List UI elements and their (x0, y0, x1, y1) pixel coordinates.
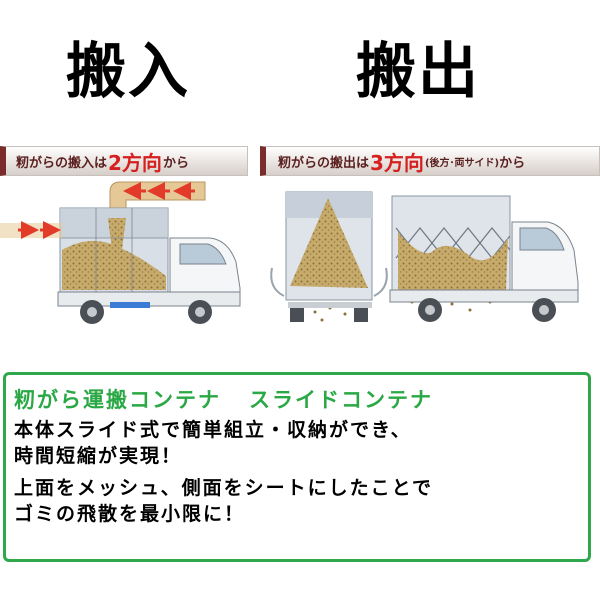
info-line-1: 本体スライド式で簡単組立・収納ができ、 (14, 419, 412, 442)
banner-left-number: 2方向 (108, 150, 162, 175)
banner-right-number: 3方向 (370, 150, 424, 175)
info-line-2: 時間短縮が実現！ (14, 444, 183, 467)
banner-right-paren: (後方･両サイド) (424, 157, 500, 169)
truck-rear-unloading (270, 191, 388, 322)
info-line-3: 上面をメッシュ、側面をシートにしたことで (14, 476, 434, 499)
product-name: スライドコンテナ (249, 388, 433, 412)
banner-left-suffix: から (162, 155, 189, 171)
truck-side-unloading (389, 195, 579, 322)
info-line-4: ゴミの飛散を最小限に！ (14, 502, 246, 525)
banner-carry-out: 籾がらの搬出は 3方向 (後方･両サイド) から (260, 146, 600, 176)
info-title: 籾がら運搬コンテナ スライドコンテナ (14, 388, 588, 412)
banner-right-text: 籾がらの搬出は (278, 155, 370, 171)
banner-carry-in: 籾がらの搬入は 2方向 から (0, 146, 248, 176)
info-box: 籾がら運搬コンテナ スライドコンテナ 本体スライド式で簡単組立・収納ができ、 時間… (3, 372, 591, 562)
truck-side-loading (0, 181, 241, 324)
banner-left-text: 籾がらの搬入は (16, 155, 108, 171)
product-category: 籾がら運搬コンテナ (14, 388, 221, 412)
heading-carry-in: 搬入 (66, 37, 190, 107)
heading-carry-out: 搬出 (356, 37, 480, 107)
banner-right-suffix: から (499, 155, 526, 171)
truck-illustrations (0, 181, 579, 324)
